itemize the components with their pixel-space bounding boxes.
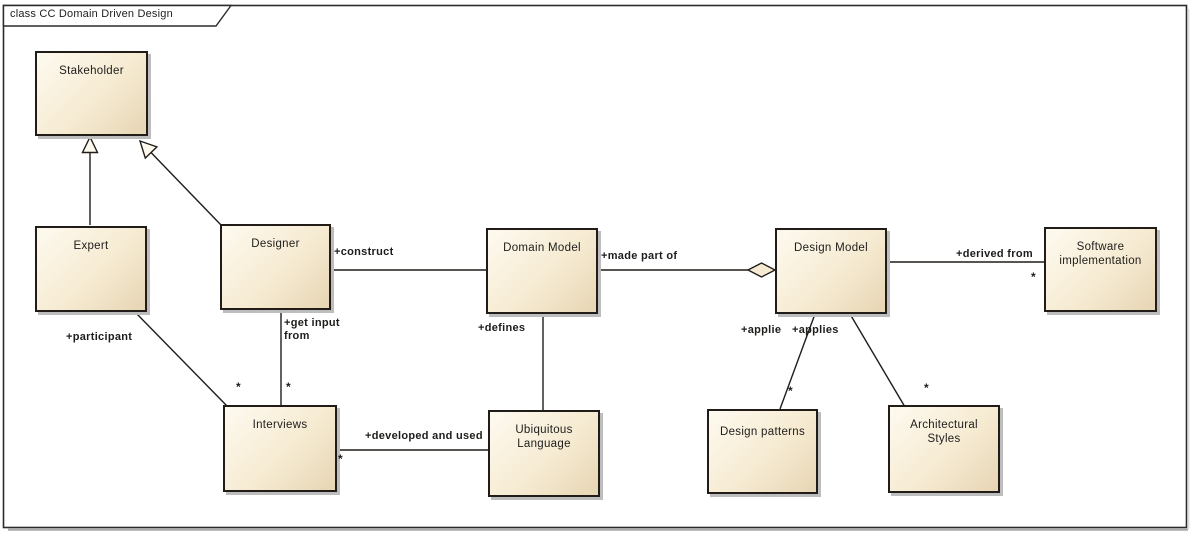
edge-expert-stakeholder[interactable] (81, 135, 99, 225)
edge-label-participant: +participant (66, 331, 133, 343)
edge-designer-stakeholder[interactable] (138, 139, 222, 226)
edge-designmodel-designpatterns[interactable] (779, 313, 816, 410)
class-name: Ubiquitous Language (515, 424, 573, 450)
class-stakeholder[interactable]: Stakeholder (35, 51, 148, 136)
class-name: Architectural Styles (910, 419, 978, 445)
class-domain-model[interactable]: Domain Model (486, 228, 598, 314)
edge-label-derived-from: +derived from (956, 248, 1033, 260)
class-name: Interviews (252, 419, 308, 431)
class-software-implementation[interactable]: Software implementation (1044, 227, 1157, 312)
edge-label-applies: +applies (792, 324, 839, 336)
edge-label-get-input-from: +get input from (284, 317, 340, 342)
multiplicity-participant: * (236, 380, 241, 394)
multiplicity-get-input-from: * (286, 380, 291, 394)
class-expert[interactable]: Expert (35, 226, 147, 312)
class-name: Software implementation (1059, 241, 1142, 267)
class-name: Domain Model (503, 242, 581, 254)
class-name: Design patterns (719, 426, 806, 438)
class-ubiquitous-language[interactable]: Ubiquitous Language (488, 410, 600, 497)
class-design-patterns[interactable]: Design patterns (707, 409, 818, 494)
frame-title-tab (2, 4, 233, 27)
edge-label-construct: +construct (334, 246, 394, 258)
class-name: Stakeholder (59, 65, 124, 77)
diagram-frame (2, 4, 1190, 531)
edge-label-developed-and-used: +developed and used (365, 430, 483, 442)
class-architectural-styles[interactable]: Architectural Styles (888, 405, 1000, 493)
generalization-arrowhead (81, 135, 99, 154)
multiplicity-developed-and-used: * (338, 452, 343, 466)
edge-domainmodel-designmodel[interactable] (598, 262, 777, 278)
multiplicity-applie: * (788, 384, 793, 398)
edge-label-made-part-of: +made part of (601, 250, 678, 262)
class-name: Design Model (794, 242, 868, 254)
class-design-model[interactable]: Design Model (775, 228, 887, 314)
edge-designmodel-architecturalstyles[interactable] (849, 313, 906, 408)
class-name: Expert (73, 240, 109, 252)
multiplicity-derived-from: * (1031, 270, 1036, 284)
class-interviews[interactable]: Interviews (223, 405, 337, 492)
multiplicity-applies: * (924, 381, 929, 395)
edge-label-defines: +defines (478, 322, 526, 334)
class-designer[interactable]: Designer (220, 224, 331, 310)
generalization-arrowhead (138, 139, 159, 160)
class-name: Designer (251, 238, 300, 250)
aggregation-diamond (746, 262, 777, 278)
edge-label-applie: +applie (741, 324, 782, 336)
edge-expert-interviews[interactable] (134, 311, 229, 408)
diagram-title: class CC Domain Driven Design (10, 8, 173, 20)
